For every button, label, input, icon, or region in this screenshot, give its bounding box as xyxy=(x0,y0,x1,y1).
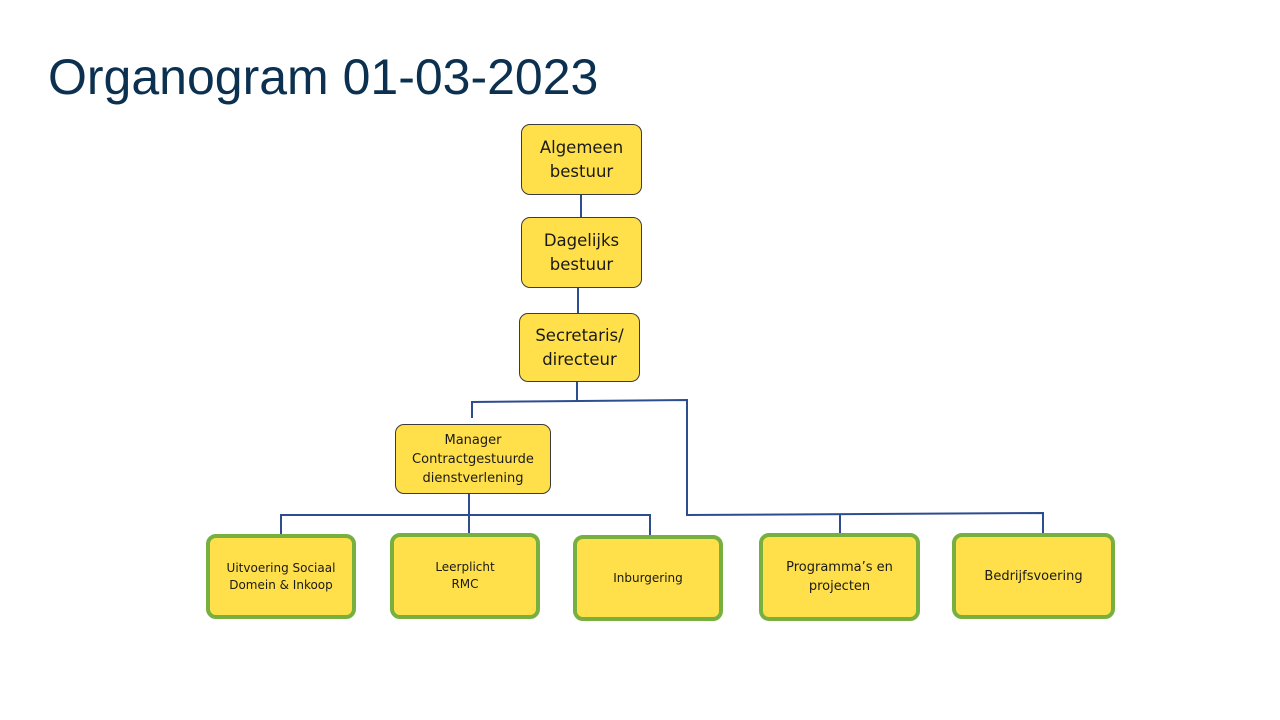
node-leerplicht: Leerplicht RMC xyxy=(390,533,540,619)
node-algemeen-bestuur-line2: bestuur xyxy=(549,161,614,181)
node-dagelijks-bestuur-line1: Dagelijks xyxy=(543,230,620,250)
node-uitvoering-line2: Domein & Inkoop xyxy=(229,577,333,592)
node-bedrijfsvoering: Bedrijfsvoering xyxy=(952,533,1115,619)
node-algemeen-bestuur: Algemeen bestuur xyxy=(521,124,642,195)
node-dagelijks-bestuur-line2: bestuur xyxy=(549,254,614,274)
node-uitvoering: Uitvoering Sociaal Domein & Inkoop xyxy=(206,534,356,619)
node-secretaris-directeur: Secretaris/ directeur xyxy=(519,313,640,382)
node-manager: Manager Contractgestuurde dienstverlenin… xyxy=(395,424,551,494)
node-bedrijfsvoering-line1: Bedrijfsvoering xyxy=(984,568,1083,584)
node-inburgering: Inburgering xyxy=(573,535,723,621)
node-leerplicht-line1: Leerplicht xyxy=(435,560,495,574)
node-algemeen-bestuur-line1: Algemeen xyxy=(539,137,624,157)
node-leerplicht-line2: RMC xyxy=(451,577,479,591)
connector-sd-branch xyxy=(471,398,1044,535)
node-manager-line2: Contractgestuurde xyxy=(412,451,534,467)
node-manager-line3: dienstverlening xyxy=(422,470,524,486)
page-title: Organogram 01-03-2023 xyxy=(48,49,599,105)
node-inburgering-line1: Inburgering xyxy=(613,570,683,585)
node-programmas: Programma’s en projecten xyxy=(759,533,920,621)
node-programmas-line1: Programma’s en xyxy=(786,560,893,575)
node-uitvoering-line1: Uitvoering Sociaal xyxy=(226,560,336,575)
node-manager-line1: Manager xyxy=(444,432,502,448)
node-secretaris-directeur-line2: directeur xyxy=(542,349,617,369)
connector-mgr-branch xyxy=(280,514,651,535)
node-dagelijks-bestuur: Dagelijks bestuur xyxy=(521,217,642,288)
node-programmas-line2: projecten xyxy=(808,579,871,594)
node-secretaris-directeur-line1: Secretaris/ xyxy=(535,325,624,345)
